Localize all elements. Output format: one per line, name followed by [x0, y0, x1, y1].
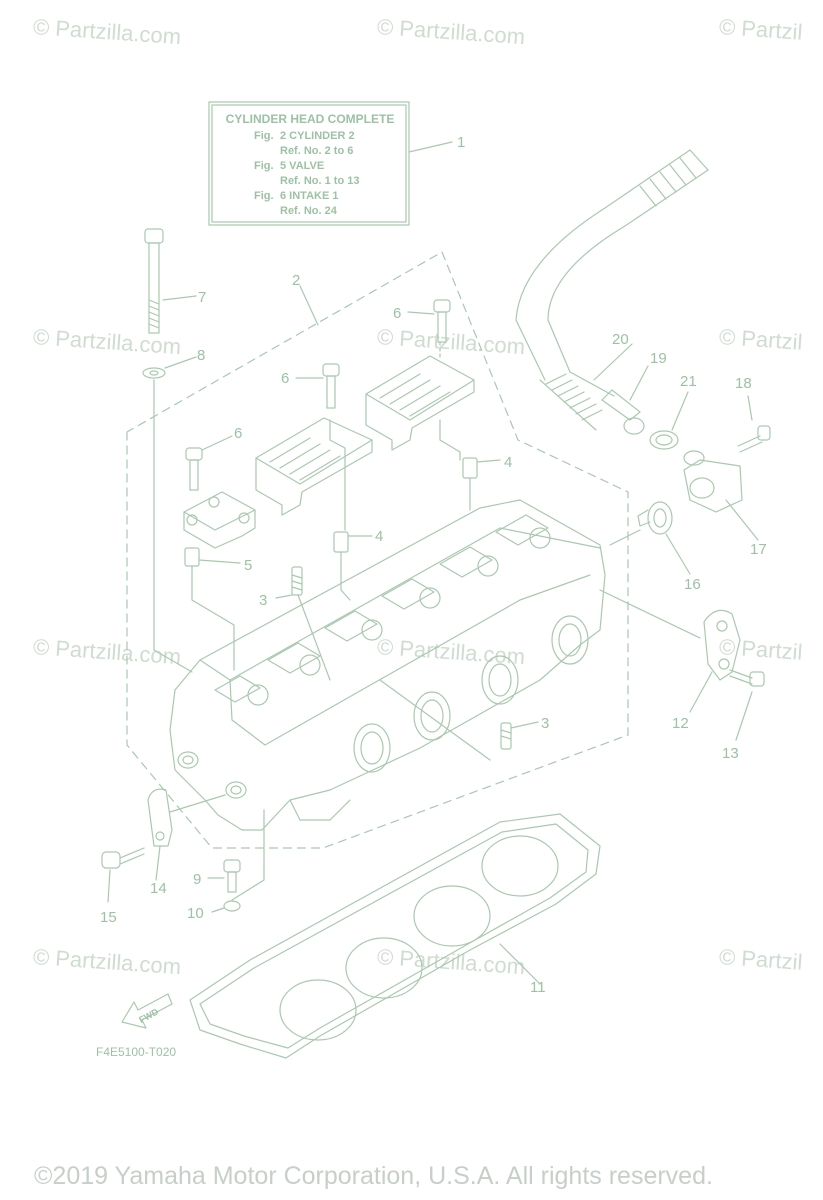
callout-13: 13: [722, 745, 739, 762]
legend-fig-label: Fig.: [254, 130, 274, 142]
callout-10: 10: [187, 905, 204, 922]
clamp-21: [649, 391, 689, 450]
legend-row: 5 VALVE: [280, 160, 324, 172]
legend-row: 6 INTAKE 1: [280, 190, 338, 202]
stud-3-lower: [500, 721, 539, 750]
legend-row: Ref. No. 24: [280, 205, 338, 217]
hose-20: [515, 149, 709, 431]
cam-cap-middle: [255, 363, 373, 516]
assembly-boundary: [126, 251, 629, 849]
legend-box-outer: [208, 101, 410, 226]
thermostat-housing-17: [683, 450, 759, 541]
washer-10: [211, 809, 265, 913]
legend-box-inner: [211, 104, 407, 223]
bracket-12: [689, 609, 741, 713]
callout-9: 9: [193, 871, 201, 888]
legend-row: 2 CYLINDER 2: [280, 130, 355, 142]
dowel-5: [184, 547, 241, 567]
front-cap: [183, 435, 256, 549]
copyright-notice: ©2019 Yamaha Motor Corporation, U.S.A. A…: [34, 1162, 713, 1190]
pipe-19: [601, 365, 649, 435]
bolt-18: [737, 395, 771, 453]
fwd-arrow: [121, 993, 173, 1029]
long-bolt-7: [144, 228, 197, 334]
cam-cap-upper: [365, 299, 475, 451]
callout-1: 1: [457, 134, 465, 151]
bolt-15: [101, 847, 145, 903]
callout-2: 2: [292, 272, 300, 289]
washer-8: [142, 356, 197, 673]
callout-4: 4: [504, 454, 512, 471]
callout-19: 19: [650, 350, 667, 367]
callout-4: 4: [375, 528, 383, 545]
callout-17: 17: [750, 541, 767, 558]
stud-3-upper: [275, 566, 331, 681]
callout-14: 14: [150, 880, 167, 897]
head-gasket-11: [189, 813, 601, 1059]
callout-11: 11: [530, 979, 546, 996]
callout-7: 7: [198, 289, 206, 306]
callout-20: 20: [612, 331, 629, 348]
callout-12: 12: [672, 715, 689, 732]
thermostat-16: [637, 501, 691, 575]
callout-21: 21: [680, 373, 697, 390]
legend-fig-label: Fig.: [254, 160, 274, 172]
callout-6: 6: [393, 305, 401, 322]
legend-row: Ref. No. 1 to 13: [280, 175, 359, 187]
callout-5: 5: [244, 557, 252, 574]
dowel-4-lower: [333, 531, 373, 553]
callout-18: 18: [735, 375, 752, 392]
bracket-14: [147, 788, 173, 881]
diagram-code: F4E5100-T020: [96, 1045, 176, 1059]
legend-row: Ref. No. 2 to 6: [280, 145, 353, 157]
callout-6: 6: [281, 370, 289, 387]
callout-3: 3: [259, 592, 267, 609]
callout-3: 3: [541, 715, 549, 732]
dowel-4-upper: [462, 457, 501, 479]
cylinder-head: [169, 499, 606, 831]
legend-fig-label: Fig.: [254, 190, 274, 202]
bolt-13: [729, 669, 765, 741]
legend-title: CYLINDER HEAD COMPLETE: [226, 112, 395, 126]
callout-6: 6: [234, 425, 242, 442]
callout-8: 8: [197, 347, 205, 364]
bolt-9: [207, 859, 241, 893]
callout-16: 16: [684, 576, 701, 593]
callout-15: 15: [100, 909, 117, 926]
